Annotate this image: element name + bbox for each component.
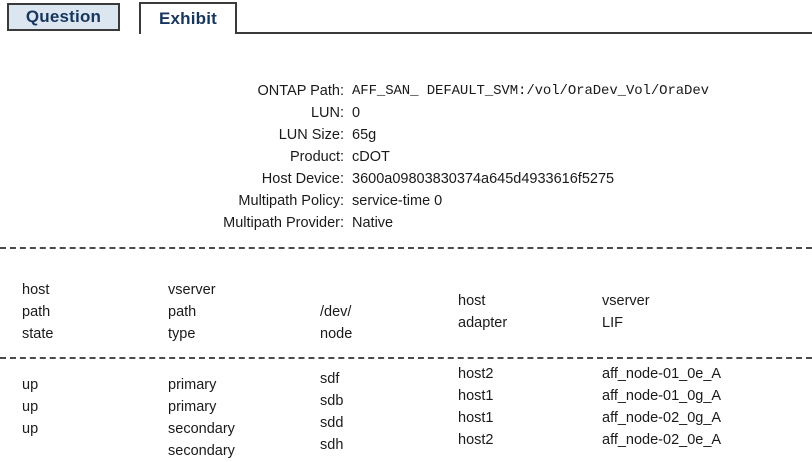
- cell-path-type: primary: [168, 377, 217, 393]
- cell-host-adapter: host2: [458, 432, 494, 448]
- cell-vserver-lif: aff_node-01_0e_A: [602, 366, 722, 382]
- cell-path-state: up: [22, 421, 39, 437]
- detail-row-multipath-provider: Multipath Provider: Native: [0, 212, 812, 234]
- tab-bar-underline: [235, 32, 812, 34]
- cell-dev-node: sdh: [320, 437, 344, 453]
- header-line: host: [22, 282, 50, 298]
- label-host-device: Host Device:: [261, 171, 344, 187]
- cell-host-adapter: host1: [458, 388, 494, 404]
- tab-question-label: Question: [25, 7, 102, 26]
- value-host-device: 3600a09803830374a645d4933616f5275: [352, 171, 615, 187]
- cell-vserver-lif: aff_node-02_0e_A: [602, 432, 722, 448]
- label-product: Product:: [290, 149, 344, 165]
- detail-row-ontap-path: ONTAP Path: AFF_SAN_ DEFAULT_SVM:/vol/Or…: [0, 80, 812, 102]
- header-line: LIF: [602, 315, 623, 331]
- tab-bar: Question Exhibit: [0, 0, 812, 36]
- value-multipath-provider: Native: [352, 215, 394, 231]
- lun-details-block: ONTAP Path: AFF_SAN_ DEFAULT_SVM:/vol/Or…: [0, 80, 812, 234]
- cell-dev-node: sdd: [320, 415, 344, 431]
- column-data-vserver-path-type: primary primary secondary secondary: [168, 374, 235, 462]
- label-lun-size: LUN Size:: [278, 127, 344, 143]
- column-header-host-path-state: host path state: [22, 279, 53, 345]
- value-product: cDOT: [352, 149, 390, 165]
- cell-path-type: secondary: [168, 421, 235, 437]
- label-lun: LUN:: [310, 105, 344, 121]
- column-header-dev-node: /dev/ node: [320, 301, 352, 345]
- header-line: path: [168, 304, 197, 320]
- column-header-host-adapter: host adapter: [458, 290, 507, 334]
- header-line: vserver: [602, 293, 650, 309]
- tab-exhibit[interactable]: Exhibit: [139, 2, 237, 34]
- cell-host-adapter: host1: [458, 410, 494, 426]
- value-lun-size: 65g: [352, 127, 377, 143]
- column-data-vserver-lif: aff_node-01_0e_A aff_node-01_0g_A aff_no…: [602, 363, 721, 451]
- separator-below-header: [0, 357, 812, 359]
- column-header-vserver-lif: vserver LIF: [602, 290, 650, 334]
- cell-path-type: primary: [168, 399, 217, 415]
- column-data-host-path-state: up up up: [22, 374, 38, 440]
- header-line: node: [320, 326, 353, 342]
- separator-above-header: [0, 247, 812, 249]
- header-line: adapter: [458, 315, 508, 331]
- detail-row-host-device: Host Device: 3600a09803830374a645d493361…: [0, 168, 812, 190]
- header-line: path: [22, 304, 51, 320]
- value-multipath-policy: service-time 0: [352, 193, 443, 209]
- cell-path-state: up: [22, 377, 39, 393]
- column-data-dev-node: sdf sdb sdd sdh: [320, 368, 343, 456]
- value-ontap-path: AFF_SAN_ DEFAULT_SVM:/vol/OraDev_Vol/Ora…: [352, 83, 709, 99]
- value-lun: 0: [352, 105, 361, 121]
- detail-row-product: Product: cDOT: [0, 146, 812, 168]
- header-line: state: [22, 326, 54, 342]
- header-line: /dev/: [320, 304, 352, 320]
- tab-exhibit-label: Exhibit: [158, 9, 218, 28]
- cell-vserver-lif: aff_node-02_0g_A: [602, 410, 722, 426]
- cell-path-type: secondary: [168, 443, 235, 459]
- detail-row-lun: LUN: 0: [0, 102, 812, 124]
- tab-question[interactable]: Question: [7, 3, 120, 31]
- cell-host-adapter: host2: [458, 366, 494, 382]
- cell-path-state: up: [22, 399, 39, 415]
- column-header-vserver-path-type: vserver path type: [168, 279, 216, 345]
- header-line: type: [168, 326, 196, 342]
- label-multipath-policy: Multipath Policy:: [238, 193, 344, 209]
- header-line: host: [458, 293, 486, 309]
- cell-dev-node: sdb: [320, 393, 344, 409]
- cell-dev-node: sdf: [320, 371, 340, 387]
- column-data-host-adapter: host2 host1 host1 host2: [458, 363, 493, 451]
- label-ontap-path: ONTAP Path:: [257, 83, 345, 99]
- detail-row-lun-size: LUN Size: 65g: [0, 124, 812, 146]
- detail-row-multipath-policy: Multipath Policy: service-time 0: [0, 190, 812, 212]
- cell-vserver-lif: aff_node-01_0g_A: [602, 388, 722, 404]
- header-line: vserver: [168, 282, 216, 298]
- label-multipath-provider: Multipath Provider:: [223, 215, 344, 231]
